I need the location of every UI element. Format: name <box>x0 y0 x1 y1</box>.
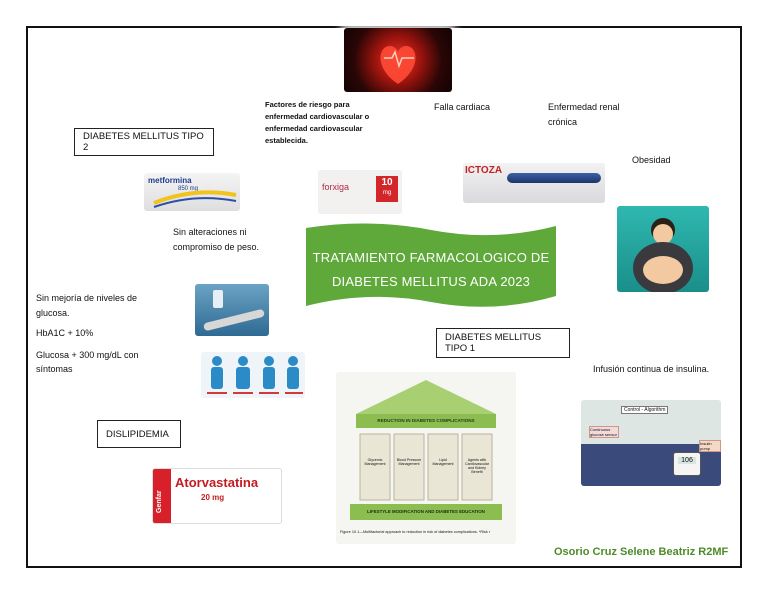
pillar-2: Blood Pressure Management <box>396 458 422 466</box>
heart-failure-text: Falla cardiaca <box>434 102 491 112</box>
glucose-text-1: Glucosa + 300 mg/dL con <box>36 350 139 360</box>
metformin-dose: 850 mg <box>178 186 199 192</box>
pyramid-caption: Figure 10.1—Multifactorial approach to r… <box>340 530 491 534</box>
pyramid-title: REDUCTION IN DIABETES COMPLICATIONS <box>377 418 475 423</box>
obese-person-icon <box>633 218 693 292</box>
atorva-name: Atorvastatina <box>175 475 259 490</box>
metformin-swoosh <box>153 190 237 208</box>
atorva-dose: 20 mg <box>201 493 225 502</box>
metformin-label: metformina <box>148 176 192 185</box>
title-banner: TRATAMIENTO FARMACOLOGICO DE DIABETES ME… <box>306 222 556 312</box>
atorva-side-label: Genfar <box>156 490 163 513</box>
author-credit: Osorio Cruz Selene Beatriz R2MF <box>554 546 729 558</box>
pillar-3: Lipid Management <box>432 458 454 466</box>
pyramid-diagram <box>350 380 502 520</box>
dm1-label: DIABETES MELLITUS TIPO 1 <box>436 328 570 358</box>
no-improvement-text-1: Sin mejoría de niveles de <box>36 293 138 303</box>
forxiga-box-image: forxiga 10 mg <box>318 170 402 214</box>
banner-title-line1: TRATAMIENTO FARMACOLOGICO DE <box>312 250 550 265</box>
ckd-text-1: Enfermedad renal <box>548 102 620 112</box>
banner-shape <box>306 223 556 307</box>
heart-image <box>344 28 452 92</box>
pyramid-base: LIFESTYLE MODIFICATION AND DIABETES EDUC… <box>367 509 485 514</box>
victoza-brand: ICTOZA <box>465 165 503 176</box>
obesity-text: Obesidad <box>632 155 671 165</box>
no-improvement-text-2: glucosa. <box>36 308 70 318</box>
ckd-text-2: crónica <box>548 117 578 127</box>
banner-title-line2: DIABETES MELLITUS ADA 2023 <box>331 274 531 289</box>
insulin-pen <box>202 308 266 332</box>
victoza-pen-image: ICTOZA <box>463 163 605 203</box>
pillar-1: Glycemic Management <box>364 458 386 466</box>
forxiga-dose: 10 <box>381 177 393 188</box>
cgm-label: Continuous glucose sensor <box>589 426 619 438</box>
forxiga-dose-badge: 10 mg <box>376 176 398 202</box>
dm2-label: DIABETES MELLITUS TIPO 2 <box>74 128 214 156</box>
metformin-box-image: metformina 850 mg <box>144 173 240 211</box>
forxiga-unit: mg <box>382 190 392 196</box>
no-changes-text-1: Sin alteraciones ni <box>173 227 247 237</box>
pump-device: 106 <box>673 452 701 476</box>
victoza-pen <box>507 173 601 183</box>
no-changes-text-2: compromiso de peso. <box>173 242 260 252</box>
insulin-vial <box>213 290 223 308</box>
obesity-image <box>617 206 709 292</box>
forxiga-brand: forxiga <box>322 182 350 192</box>
glucose-text-2: síntomas <box>36 364 73 374</box>
insulin-infusion-text: Infusión continua de insulina. <box>593 364 710 374</box>
control-algorithm-label: Control - Algorithm <box>621 406 669 414</box>
page-frame <box>26 26 742 568</box>
risk-factors-text: Factores de riesgo para enfermedad cardi… <box>265 100 370 145</box>
hba1c-text: HbA1C + 10% <box>36 328 94 338</box>
insulin-pen-image <box>195 284 269 336</box>
insulin-pump-image: Control - Algorithm Continuous glucose s… <box>581 400 721 486</box>
atorvastatina-box-image: Genfar Atorvastatina 20 mg <box>152 468 282 524</box>
dyslipidemia-label: DISLIPIDEMIA <box>97 420 181 448</box>
atorva-side-band: Genfar <box>153 469 171 523</box>
pump-display: 106 <box>678 457 696 464</box>
body-silhouettes-image <box>201 352 305 398</box>
pump-label: Insulin pump <box>699 440 721 452</box>
person-silhouettes-icon <box>207 356 303 394</box>
heart-icon <box>380 46 416 84</box>
ada-pyramid-image: REDUCTION IN DIABETES COMPLICATIONS Glyc… <box>336 372 516 544</box>
pillar-4: Agents with Cardiovascular and Kidney Be… <box>465 458 489 474</box>
